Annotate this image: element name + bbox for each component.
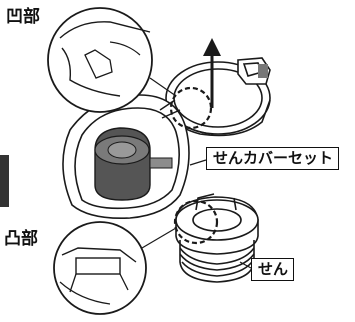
page-edge-tab [0,155,9,207]
cover-set-leader [189,159,207,166]
cover-set-label: せんカバーセット [206,147,340,170]
concave-pointer-line [149,77,177,97]
convex-highlight [173,199,219,245]
up-arrow-icon [203,38,221,108]
concave-detail-circle [47,7,153,113]
convex-detail-circle [53,221,147,315]
convex-pointer-line [141,227,177,249]
concave-label: 凹部 [6,7,40,27]
convex-label: 凸部 [4,229,38,249]
cap-knob [94,127,173,201]
plug-leader [239,261,252,269]
plug-label: せん [251,258,295,281]
plug-body [175,193,259,283]
concave-highlight [169,86,213,130]
